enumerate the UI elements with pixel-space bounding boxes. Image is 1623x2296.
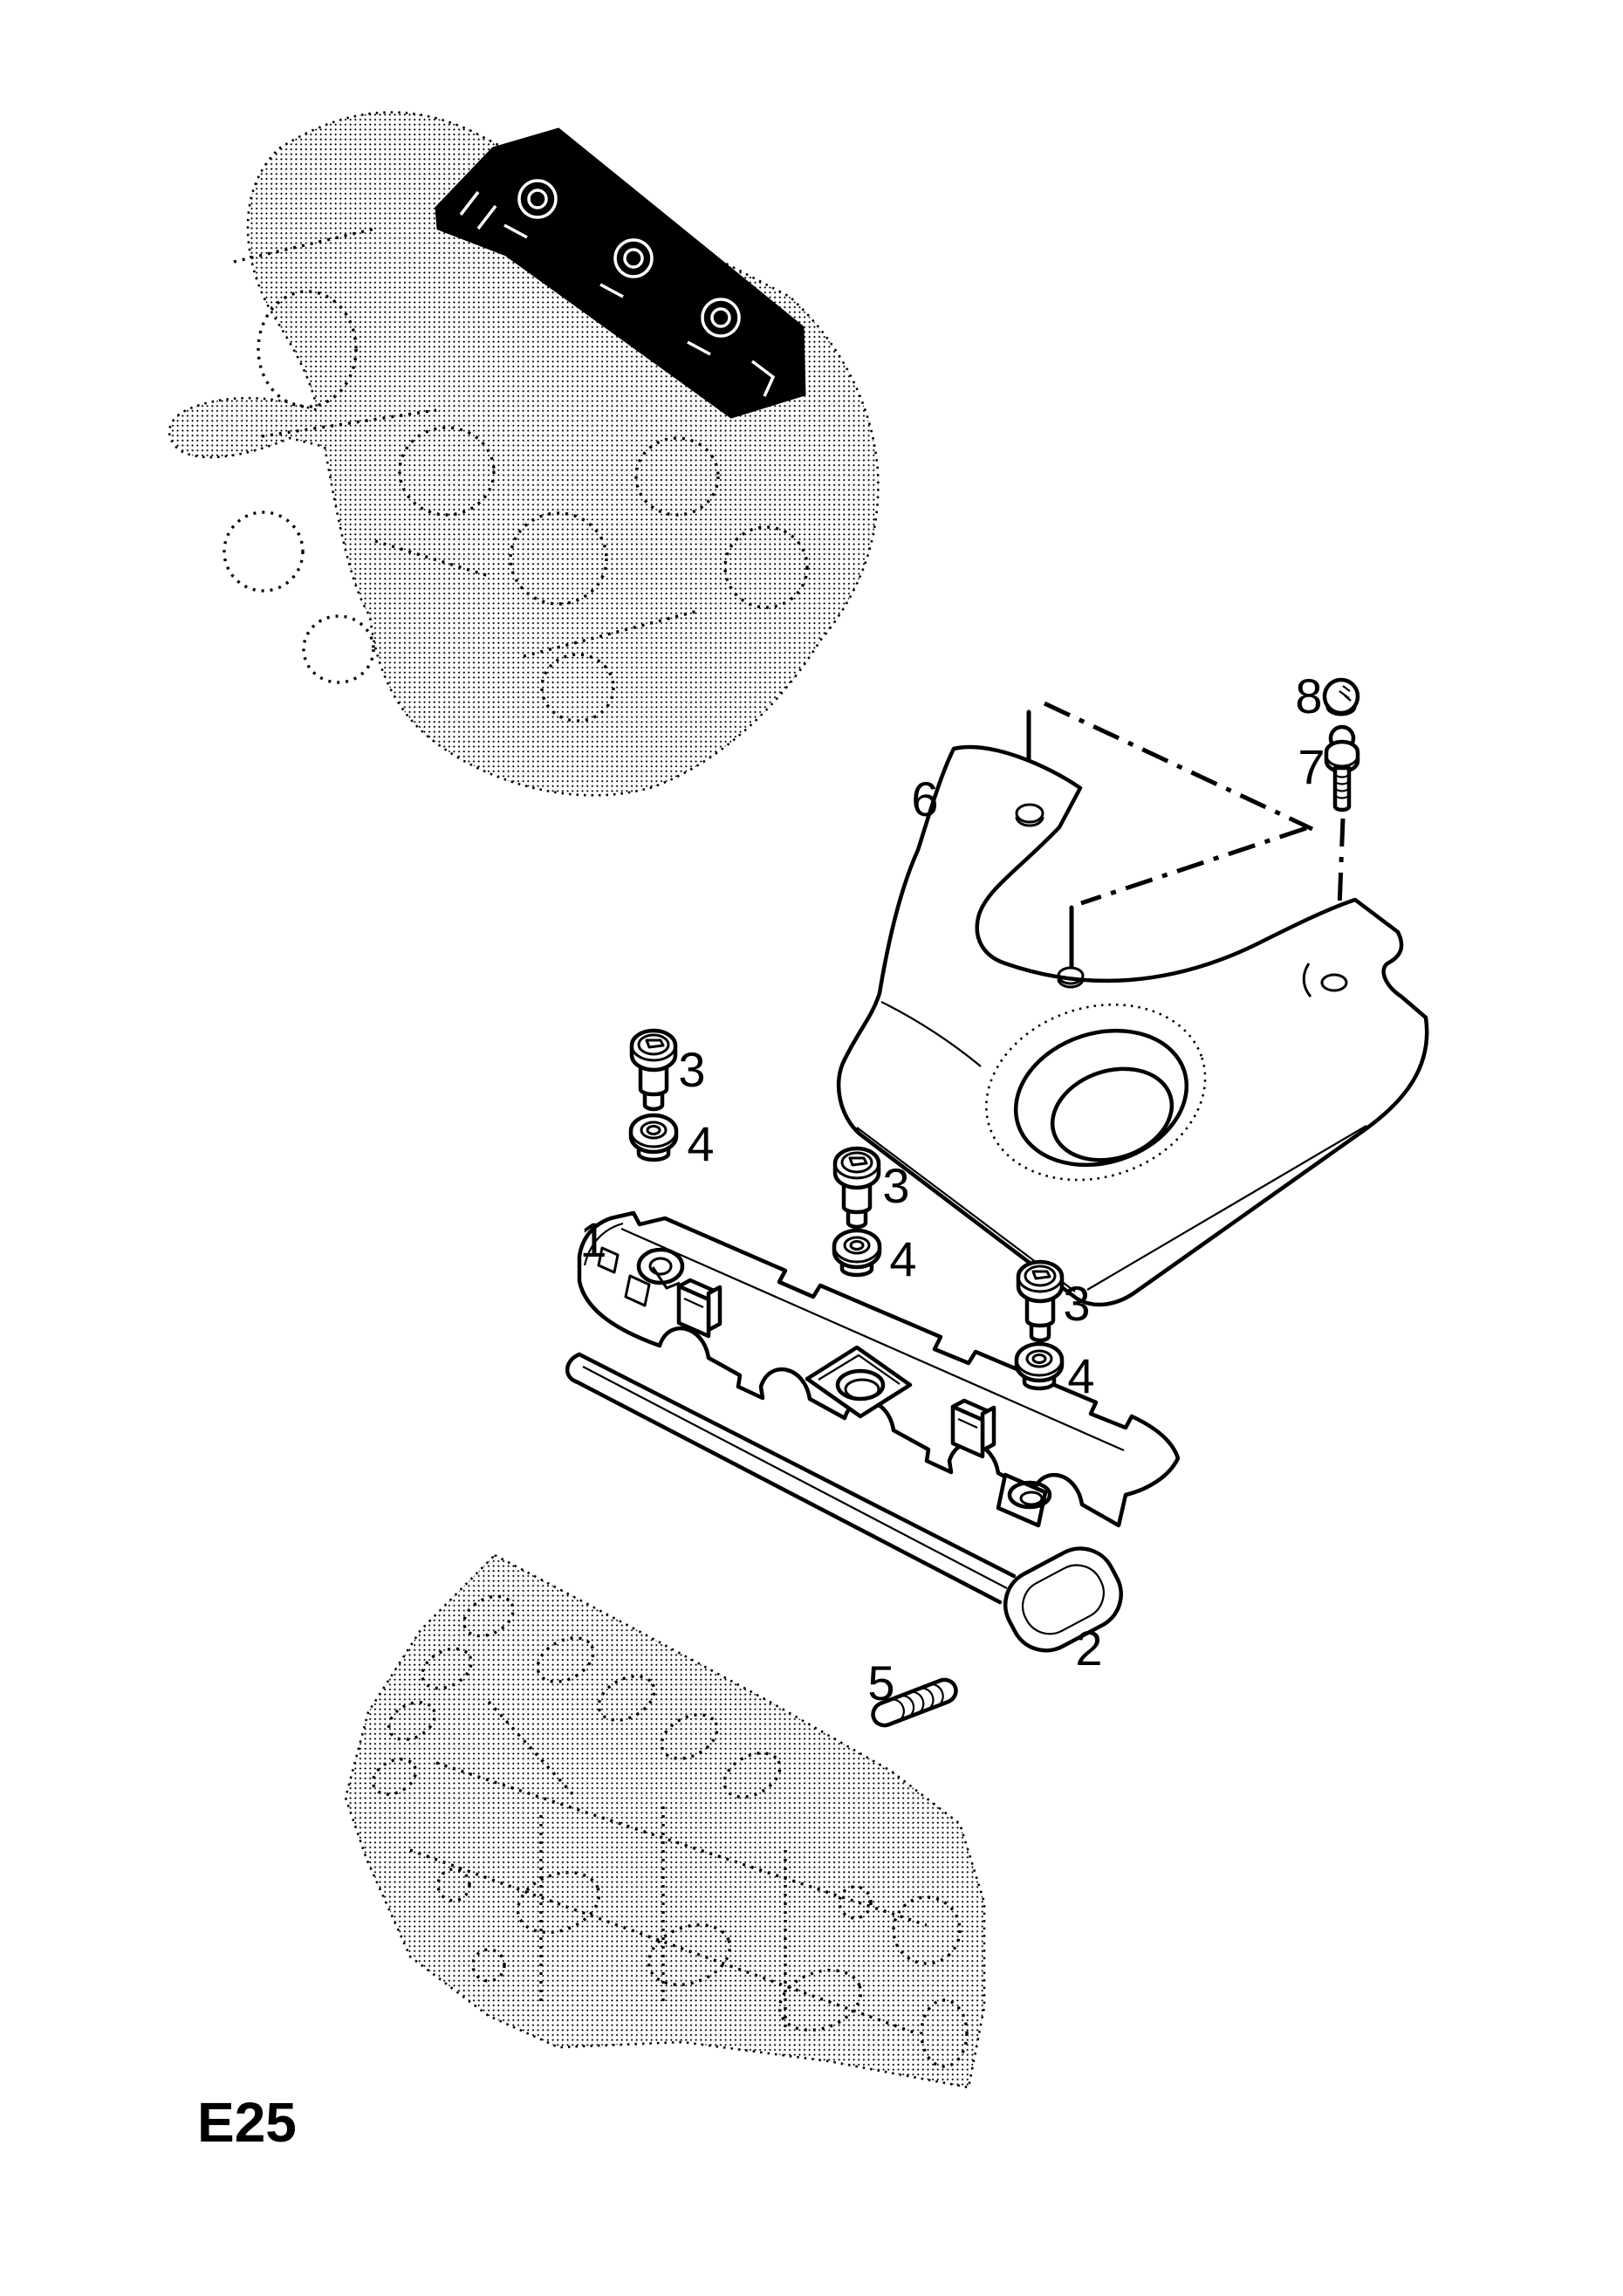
camshaft-cover	[577, 1210, 1181, 1528]
cover-mounting-holes	[1015, 803, 1348, 997]
stud	[871, 1677, 958, 1728]
engine-top-cover	[836, 744, 1429, 1307]
callout-3-bolt-c: 3	[1063, 1276, 1090, 1331]
reference-engine-top	[168, 111, 880, 797]
highlighted-camshaft-cover	[435, 127, 806, 419]
bolt-and-seal-set-2	[834, 1148, 880, 1275]
cover-bolt	[1324, 724, 1360, 812]
bolt-and-seal-set-1	[631, 1031, 676, 1160]
bolt-and-seal-set-3	[1017, 1262, 1062, 1388]
callout-1-camshaft-cover: 1	[579, 1212, 606, 1267]
callout-2-gasket: 2	[1075, 1621, 1102, 1676]
callout-7-cover-bolt: 7	[1298, 739, 1325, 794]
callout-3-bolt-a: 3	[678, 1042, 705, 1097]
cap-nut	[1322, 677, 1360, 716]
callout-4-seal-b: 4	[889, 1231, 916, 1286]
reference-cylinder-head	[344, 1553, 986, 2089]
callout-8-cap-nut: 8	[1295, 668, 1322, 723]
callout-4-seal-a: 4	[687, 1116, 714, 1171]
callouts: 1 2 3 4 3 4 3 4 5 6 7 8	[579, 668, 1325, 1710]
callout-3-bolt-b: 3	[882, 1158, 909, 1213]
cover-gasket	[565, 1352, 1123, 1653]
callout-6-engine-cover: 6	[911, 771, 938, 826]
callout-5-stud: 5	[867, 1655, 894, 1710]
drawing-code: E25	[197, 2091, 297, 2154]
cover-end-port	[996, 1472, 1052, 1528]
cover-oil-port	[805, 1345, 913, 1419]
cover-end-cap	[597, 1246, 685, 1307]
callout-4-seal-c: 4	[1067, 1348, 1094, 1403]
head-silhouette	[346, 1555, 984, 2087]
